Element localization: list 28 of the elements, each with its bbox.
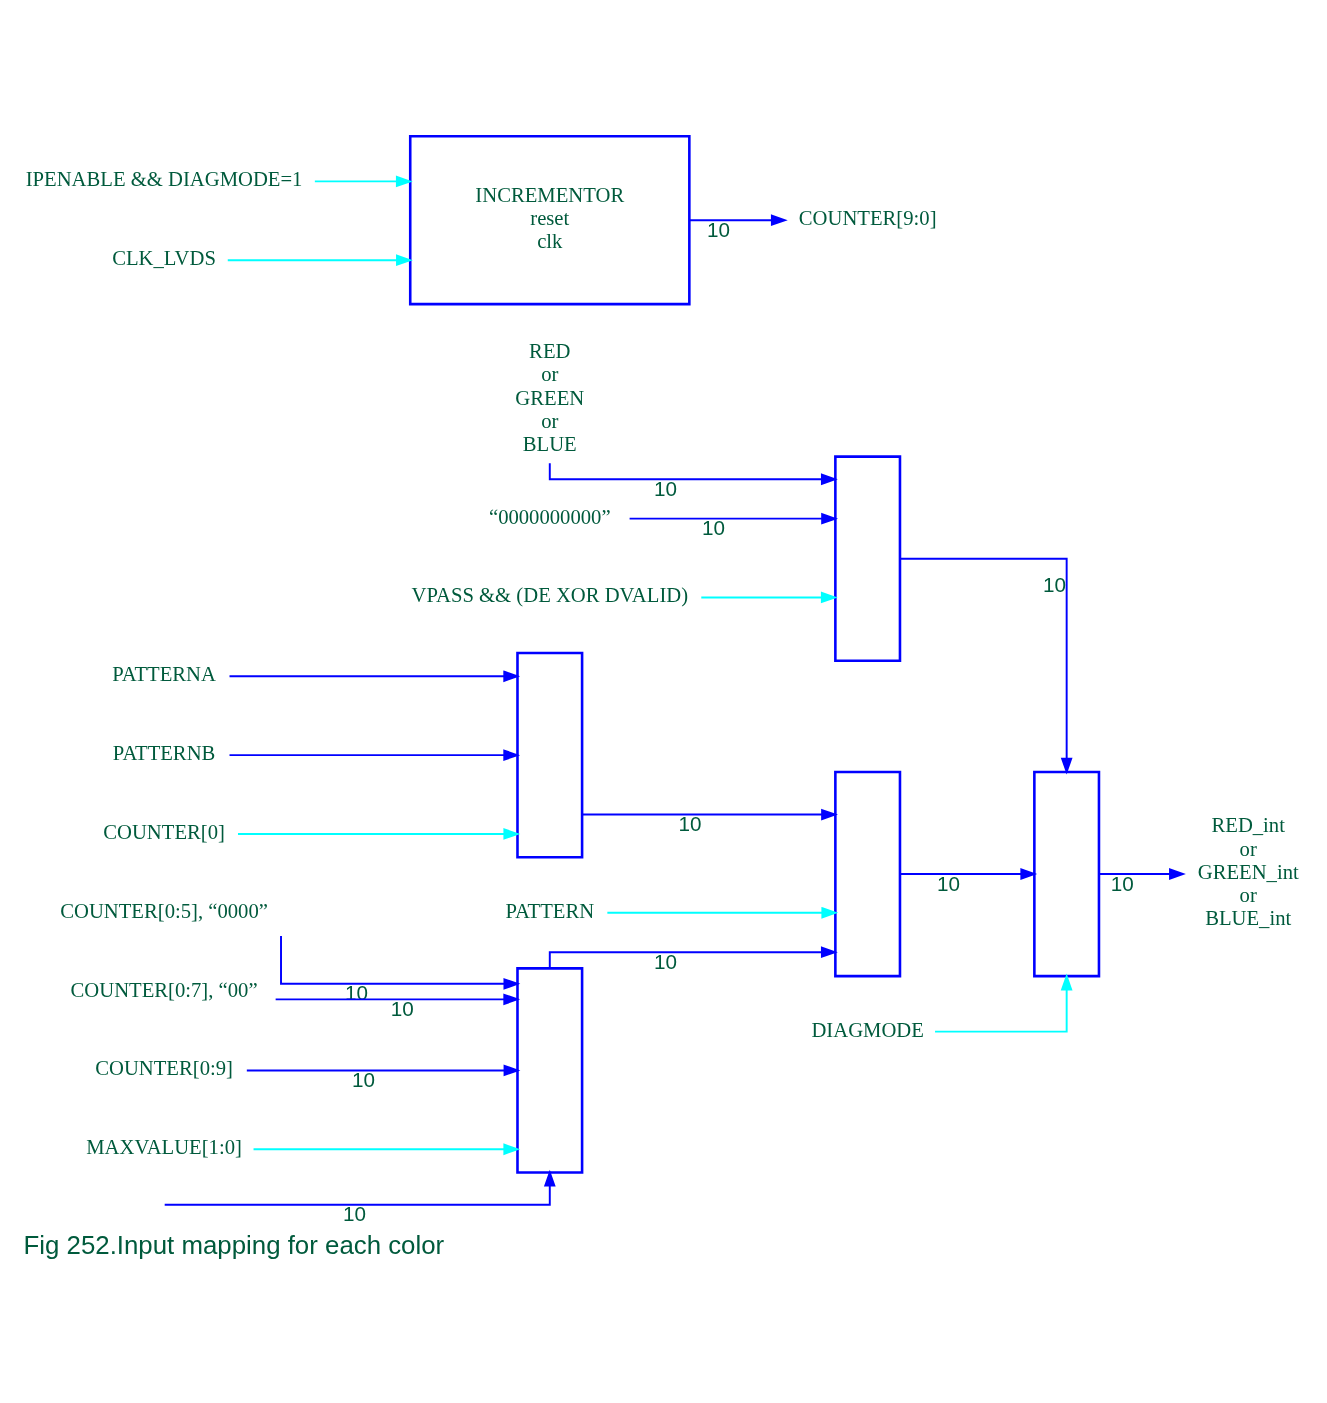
caption: Fig 252.Input mapping for each color xyxy=(23,1230,445,1259)
node-text: PATTERNB xyxy=(112,742,216,765)
edge-label: 10 xyxy=(936,871,960,895)
node-text: “0000000000” xyxy=(488,505,611,528)
edge-label: 10 xyxy=(654,949,678,973)
node-text: RED_int or GREEN_int or BLUE_int xyxy=(1197,814,1299,930)
node-text: IPENABLE && DIAGMODE=1 xyxy=(25,168,303,191)
edge-label: 10 xyxy=(351,1067,375,1091)
node-text: COUNTER[0:5], “0000” xyxy=(60,899,268,922)
edge-label: 10 xyxy=(707,217,730,241)
node-text: PATTERNA xyxy=(112,663,216,686)
node-text: MAXVALUE[1:0] xyxy=(86,1136,242,1159)
edge-label: 10 xyxy=(390,996,414,1020)
node-text: PATTERN xyxy=(505,899,595,922)
edge-label: 10 xyxy=(654,476,678,500)
node-text: COUNTER[9:0] xyxy=(798,207,937,230)
edge-label: 10 xyxy=(1110,871,1134,895)
node-text: COUNTER[0:9] xyxy=(95,1057,233,1080)
node-text: DIAGMODE xyxy=(811,1018,924,1041)
node-text: RED or GREEN or BLUE xyxy=(515,340,585,456)
edge-label: 10 xyxy=(678,812,702,836)
edge-label: 10 xyxy=(702,516,726,540)
node-text: COUNTER[0:7], “00” xyxy=(70,978,258,1001)
node-text: COUNTER[0] xyxy=(103,820,225,843)
node-text: VPASS && (DE XOR DVALID) xyxy=(411,584,689,607)
edge-label: 10 xyxy=(343,1202,367,1226)
edge-label: 10 xyxy=(1042,572,1066,596)
node-text: CLK_LVDS xyxy=(112,247,216,270)
